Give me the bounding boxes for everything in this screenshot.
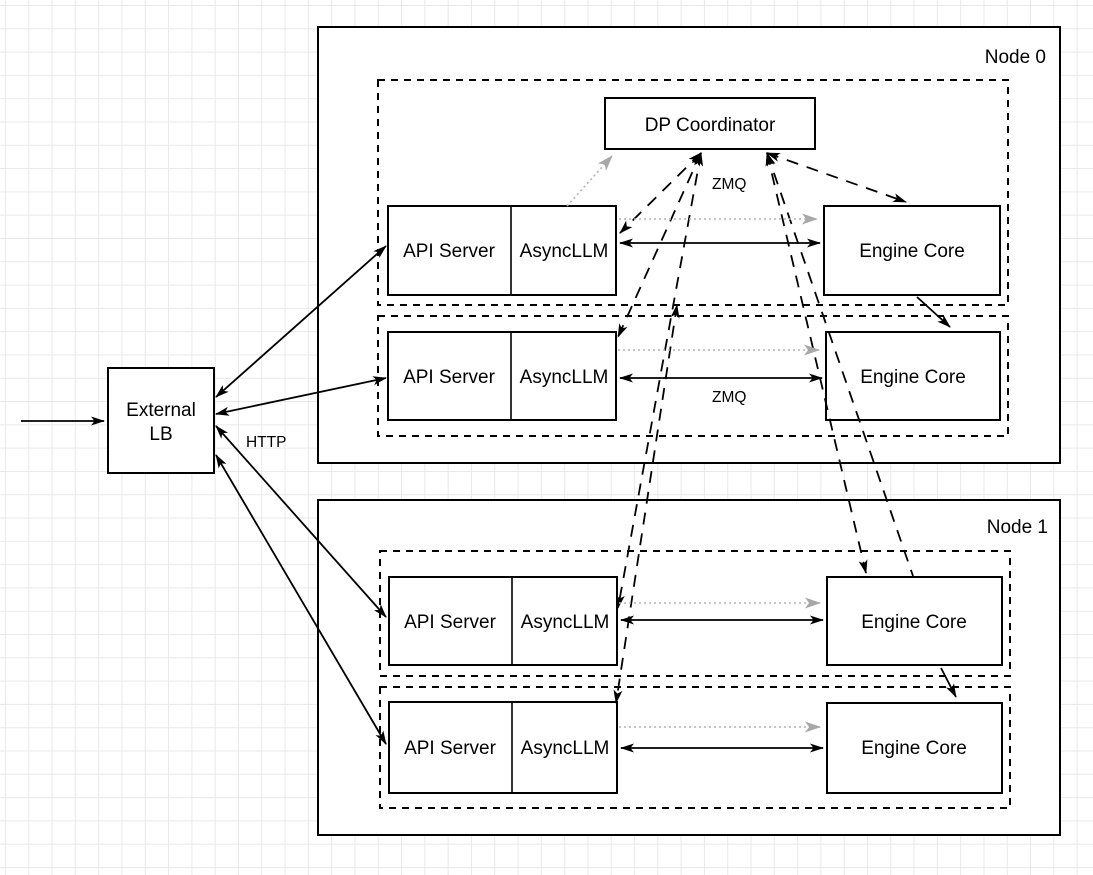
api-server-label-row4: API Server — [404, 738, 497, 759]
frontend-box-row4 — [388, 701, 618, 794]
arrow-engine3-engine4 — [940, 667, 957, 698]
dashed-coordinator-engine-row3b — [766, 152, 914, 577]
external-lb-label-line1: External — [126, 400, 196, 421]
asyncllm-label-row2: AsyncLLM — [520, 367, 609, 388]
dotted-asyncllm-coordinator — [566, 155, 613, 207]
engine-core-label-row3: Engine Core — [861, 612, 967, 633]
node0-label: Node 0 — [985, 47, 1046, 68]
arrow-lb-api-row1 — [215, 245, 387, 398]
engine-core-label-row4: Engine Core — [861, 738, 967, 759]
frontend-box-row3 — [388, 576, 618, 666]
asyncllm-label-row3: AsyncLLM — [521, 612, 610, 633]
engine-core-label-row2: Engine Core — [860, 367, 966, 388]
arrow-engine1-engine2 — [916, 296, 951, 328]
external-lb-box — [107, 367, 215, 474]
rank3-container — [379, 686, 1011, 809]
http-label: HTTP — [246, 434, 286, 451]
dp-coordinator-label: DP Coordinator — [645, 115, 776, 136]
api-server-label-row3: API Server — [404, 612, 497, 633]
dp-coordinator-box — [604, 97, 816, 150]
frontend-box-row2 — [387, 331, 617, 421]
api-server-label-row1: API Server — [403, 241, 496, 262]
asyncllm-label-row4: AsyncLLM — [521, 738, 610, 759]
frontend-box-row1 — [387, 205, 617, 296]
external-lb-label-line2: LB — [149, 424, 172, 445]
api-server-label-row2: API Server — [403, 367, 496, 388]
arrow-lb-api-row2 — [215, 376, 387, 416]
asyncllm-label-row1: AsyncLLM — [520, 241, 609, 262]
dashed-coordinator-engine-row3 — [765, 152, 868, 574]
engine-core-label-row1: Engine Core — [859, 241, 965, 262]
node1-label: Node 1 — [987, 517, 1048, 538]
dashed-coordinator-asyncllm-row4 — [613, 304, 680, 704]
engine-core-box-row4 — [826, 702, 1003, 794]
zmq-label-row2: ZMQ — [712, 389, 746, 406]
zmq-label-coordinator: ZMQ — [712, 176, 746, 193]
engine-core-box-row3 — [826, 576, 1003, 666]
arrow-lb-api-row4 — [215, 454, 387, 745]
